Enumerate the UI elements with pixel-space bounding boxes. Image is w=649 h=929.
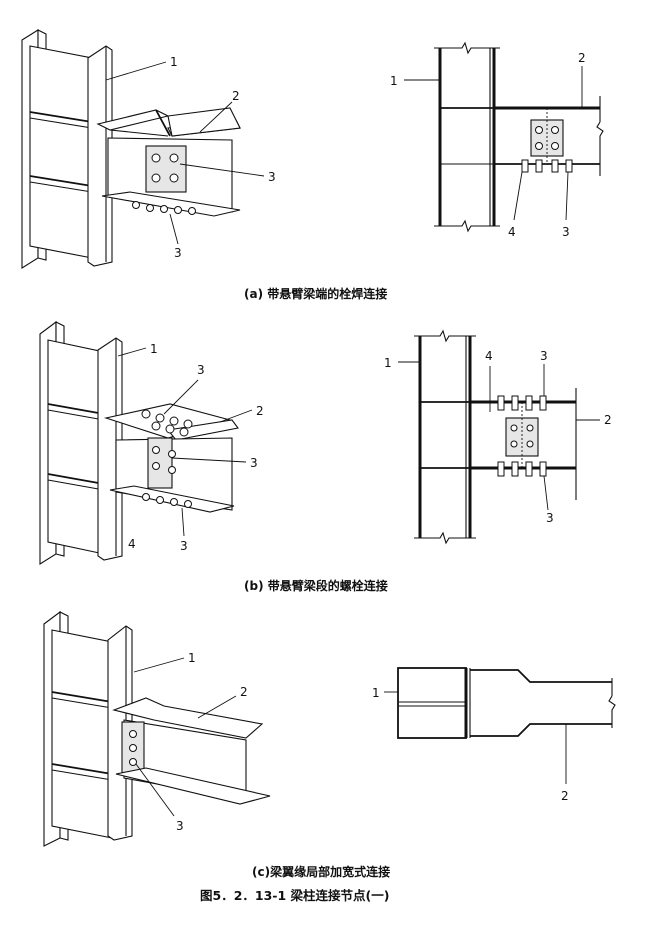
- caption-b: (b) 带悬臂梁段的螺栓连接: [244, 578, 388, 593]
- callout-c-plan-1: 1: [372, 686, 380, 700]
- callout-b-iso-3c: 3: [180, 539, 188, 553]
- callout-a-elev-2: 2: [578, 51, 586, 65]
- bottom-flange-bolts-a: [132, 201, 196, 215]
- panel-b-elevation: 1 4 3 2 3: [384, 329, 612, 545]
- callout-b-elev-2: 2: [604, 413, 612, 427]
- callout-a-iso-1: 1: [170, 55, 178, 69]
- figure-title: 图5．2．13-1 梁柱连接节点(一): [200, 888, 389, 903]
- callout-b-iso-2: 2: [256, 404, 264, 418]
- callout-c-iso-3: 3: [176, 819, 184, 833]
- panel-a-elevation: 1 2 4 3: [390, 41, 604, 239]
- callout-b-iso-4: 4: [128, 537, 136, 551]
- panel-c-plan: 1 2: [372, 667, 616, 803]
- callout-a-elev-1: 1: [390, 74, 398, 88]
- caption-a: (a) 带悬臂梁端的栓焊连接: [244, 286, 387, 301]
- callout-c-iso-2: 2: [240, 685, 248, 699]
- callout-b-elev-4: 4: [485, 349, 493, 363]
- callout-b-iso-1: 1: [150, 342, 158, 356]
- callout-b-iso-3b: 3: [250, 456, 258, 470]
- callout-a-iso-3b: 3: [174, 246, 182, 260]
- callout-b-elev-3a: 3: [540, 349, 548, 363]
- bottom-flange-bolts-b: [142, 493, 192, 508]
- top-flange-bolts-b-elev: [497, 395, 547, 411]
- callout-c-iso-1: 1: [188, 651, 196, 665]
- panel-c-isometric: 1 2 3: [43, 610, 271, 847]
- callout-b-iso-3a: 3: [197, 363, 205, 377]
- panel-b-isometric: 1 3 2 3 4 3: [39, 320, 264, 565]
- callout-a-elev-3: 3: [562, 225, 570, 239]
- bottom-flange-bolts-b-elev: [497, 461, 547, 477]
- top-flange-bolts-b: [141, 409, 193, 437]
- callout-b-elev-1: 1: [384, 356, 392, 370]
- callout-a-elev-4: 4: [508, 225, 516, 239]
- callout-a-iso-3a: 3: [268, 170, 276, 184]
- callout-a-iso-2: 2: [232, 89, 240, 103]
- callout-b-elev-3b: 3: [546, 511, 554, 525]
- callout-c-plan-2: 2: [561, 789, 569, 803]
- panel-a-isometric: 1 2 3 3: [21, 29, 276, 269]
- caption-c: (c)梁翼缘局部加宽式连接: [252, 864, 390, 879]
- flange-bolts-a-elev: [521, 159, 573, 173]
